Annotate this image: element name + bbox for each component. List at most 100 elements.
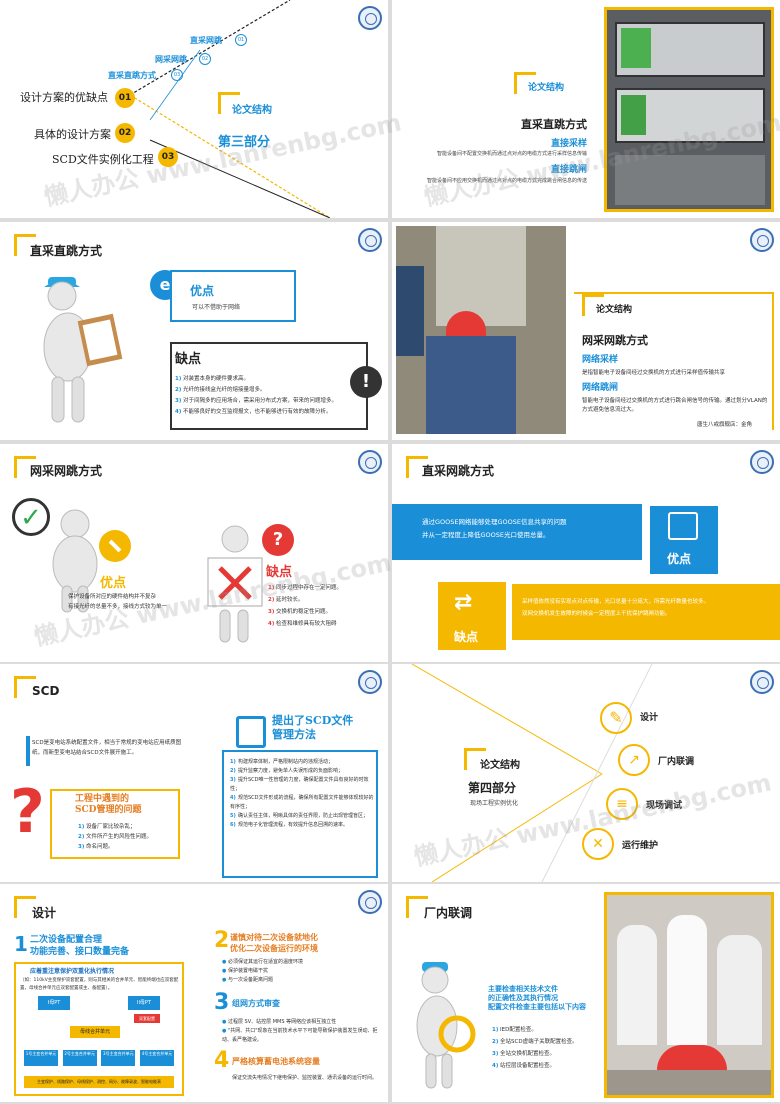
method-list: 1)构建规章体制，严格限制站内的违规活动； 2)提升监察力度，避免单人失误形成的… xyxy=(230,758,375,830)
check-item: 3)全站交换机配置检查。 xyxy=(492,1051,556,1057)
slide-factory-test[interactable]: 厂内联调 主要检查相关技术文件 的正确性及其执行情况 配置文件检查主要包括以下内… xyxy=(392,884,780,1102)
block-4-title: 严格核算蓄电池系统容量 xyxy=(232,1056,320,1066)
lab-photo xyxy=(604,892,774,1098)
slide-title: 直采网跳方式 xyxy=(422,464,495,478)
block-2-title: 谨慎对待二次设备就地化 优化二次设备运行的环境 xyxy=(230,932,318,953)
m-item: 3)提升SCD唯一性管理的力度，确保配置文件具有良好的时效性； xyxy=(230,777,369,792)
slide-title: 厂内联调 xyxy=(424,906,473,920)
slide-title: 网采网跳方式 xyxy=(30,464,103,478)
dis-item: 2)延时较长。 xyxy=(268,597,304,603)
part-label: 论文结构 xyxy=(232,105,272,116)
slide-network-sampling[interactable]: 论文结构 网采网跳方式 网络采样 是指智能电子设备间经过交换机的方式进行采样值传… xyxy=(392,222,780,440)
share-icon xyxy=(668,512,698,540)
dis-item: 4)不能够良好的交互监视报文，也不能够进行有效的故障分析。 xyxy=(175,409,332,415)
m-item: 6)规范电子化管理流程，有效提升信息回溯的速率。 xyxy=(230,822,349,828)
dis-label: 缺点 xyxy=(175,352,202,367)
school-logo-icon xyxy=(358,670,382,694)
dis-item: 4)检查和维修具有较大阻碍 xyxy=(268,621,337,627)
slide-toc-part3[interactable]: 设计方案的优缺点 01 具体的设计方案 02 SCD文件实例化工程 03 直采网… xyxy=(0,0,388,218)
dis-item: 2)光纤的接线盒光纤的熔接量增多。 xyxy=(175,387,266,393)
dis-text: 采样值依然没有实现点对点传输，光口总量十分庞大，所需光纤数量也较多。 双网交换机… xyxy=(522,599,710,617)
desc-1: 是指智能电子设备间经过交换机的方式进行采样值传输共享 xyxy=(582,370,726,376)
3d-man-positive-icon xyxy=(52,509,131,613)
adv-label: 优点 xyxy=(100,576,127,591)
dis-list: 1)同步过程中存在一定问题。 2)延时较长。 3)交换机的稳定性问题。 4)检查… xyxy=(268,582,378,630)
slide-direct-network-pros-cons[interactable]: 直采网跳方式 通过GOOSE网络能够处理GOOSE信息共享的问题 并从一定程度上… xyxy=(392,444,780,662)
3d-man-magnifier-icon xyxy=(416,962,476,1089)
toc-item-3: SCD文件实例化工程 xyxy=(52,153,154,166)
school-logo-icon xyxy=(358,890,382,914)
school-logo-icon xyxy=(358,228,382,252)
cabinet-photo xyxy=(604,7,774,212)
desc-2: 智能设备间不应用交换机而通过点对点的电缆方式完成跳合闸信息的传送 xyxy=(426,178,587,184)
method-title: 提出了SCD文件 管理方法 xyxy=(272,714,354,741)
sub-item-2: 网采网跳 xyxy=(155,54,187,64)
sub-item-1: 直采网跳 xyxy=(190,35,222,45)
slide-scd[interactable]: SCD SCD是变电站系统配置文件，相当于常规的变电站应用纸质图纸，而新型变电站… xyxy=(0,664,388,882)
check-icon: ✓ xyxy=(12,498,50,536)
dis-box xyxy=(170,342,368,430)
question-icon: ? xyxy=(262,524,294,556)
toc-item-1: 设计方案的优缺点 xyxy=(20,91,108,104)
sub-num-2: 02 xyxy=(199,53,211,65)
desc-2: 智能电子设备间经过交换机的方式进行跳合闸信号的传输。通过划分VLAN的方式避免信… xyxy=(582,398,768,413)
dis-item: 1)同步过程中存在一定问题。 xyxy=(268,585,343,591)
b3-item: ● 过程层 SV、站控层 MMS 等网络应该相互独立性 xyxy=(222,1019,337,1025)
q-item: 1)设备厂家比较杂乱； xyxy=(78,824,136,830)
dis-label: 缺点 xyxy=(266,565,293,580)
m-item: 4)规范SCD文件形成的流程，确保所有配置文件能够体现较好的有序性； xyxy=(230,795,374,810)
lead-text: 主要检查相关技术文件 的正确性及其执行情况 配置文件检查主要包括以下内容 xyxy=(488,984,586,1011)
slide-network-pros-cons[interactable]: 网采网跳方式 ✓ 优点 保护设备所对应的硬件结构并不复杂 有接光纤的总量不多，接… xyxy=(0,444,388,662)
slide-title: 设计 xyxy=(32,906,57,920)
toc-item-2: 厂内联调 xyxy=(658,757,695,767)
slide-direct-pros-cons[interactable]: 直采直跳方式 e 优点 可以不借助于网络 缺点 1)对装置本身的硬件要求高。 2… xyxy=(0,222,388,440)
slide-toc-part4[interactable]: 论文结构 第四部分 现场工程实例优化 ✎ 设计 ↗ 厂内联调 ≡ 现场调试 ✕ … xyxy=(392,664,780,882)
b2-item: ● 必须保证其运行在适宜的温度环境 xyxy=(222,959,303,965)
school-logo-icon xyxy=(750,450,774,474)
slide-title: SCD xyxy=(32,684,60,698)
badge: 论文结构 xyxy=(480,760,520,771)
device-bar: 主变保护、线路保护、母线保护、测控、网分、故障录波、智能电能表 xyxy=(24,1076,174,1088)
block-1-title: 二次设备配置合理 功能完善、接口数量完备 xyxy=(30,935,130,957)
block-3-title: 组网方式审查 xyxy=(232,998,280,1008)
tools-icon: ✕ xyxy=(582,828,614,860)
adv-label: 优点 xyxy=(667,552,692,566)
pencil-icon: ✎ xyxy=(600,702,632,734)
school-logo-icon xyxy=(358,6,382,30)
sub-item-3: 直采直跳方式 xyxy=(108,70,156,80)
slide-direct-sampling[interactable]: 论文结构 直采直跳方式 直接采样 智能设备间不配置交换机而通过点对点的电缆方式进… xyxy=(392,0,780,218)
sliders-icon: ≡ xyxy=(606,788,638,820)
school-logo-icon xyxy=(750,670,774,694)
check-item: 4)站控层设备配置检查。 xyxy=(492,1063,556,1069)
slide-title: 直采直跳方式 xyxy=(521,118,587,131)
sub-node: 2号主变合并单元 xyxy=(62,1050,97,1066)
warning-icon: ! xyxy=(350,366,382,398)
toc-num-3: 03 xyxy=(158,147,178,167)
m-item: 5)确认责任主体，明晰具体的责任界限，防止出现管理盲区； xyxy=(230,813,369,819)
slide-design[interactable]: 设计 1 二次设备配置合理 功能完善、接口数量完备 应着重注意保护双重化执行情况… xyxy=(0,884,388,1102)
desc-1: 智能设备间不配置交换机而通过点对点的电缆方式进行采样信息传输 xyxy=(436,151,587,157)
adv-text: 通过GOOSE网络能够处理GOOSE信息共享的问题 并从一定程度上降低GOOSE… xyxy=(422,518,567,539)
slide-title: 直采直跳方式 xyxy=(30,244,103,258)
mu-node: 母线合并单元 xyxy=(70,1026,120,1038)
check-item: 2)全站SCD虚端子关联配置检查。 xyxy=(492,1039,578,1045)
check-list: 1)IED配置检查。 2)全站SCD虚端子关联配置检查。 3)全站交换机配置检查… xyxy=(492,1024,578,1072)
school-logo-icon xyxy=(358,450,382,474)
check-item: 1)IED配置检查。 xyxy=(492,1027,537,1033)
slide-title: 网采网跳方式 xyxy=(582,334,648,347)
block-2-list: ● 必须保证其运行在适宜的温度环境 ● 保护装置电磁干扰 ● 与一次设备距离问题 xyxy=(222,958,303,985)
m-item: 1)构建规章体制，严格限制站内的违规活动； xyxy=(230,759,334,765)
school-logo-icon xyxy=(750,228,774,252)
b3-item: ● "共网、共口"现象在当前技术水平下可能导致保护装置发生误动、拒动、丢严格建设… xyxy=(222,1028,378,1043)
3d-man-negative-icon xyxy=(207,525,263,643)
sub-num-3: 03 xyxy=(171,69,183,81)
toc-item-1: 设计 xyxy=(640,713,659,723)
sub-node: 4号主变合并单元 xyxy=(139,1050,174,1066)
adv-text: 可以不借助于网络 xyxy=(192,304,241,311)
dis-item: 3)对于间隔多的应用场合，需采用分布式方案，带来的问题增多。 xyxy=(175,398,338,404)
swap-arrows-icon: ⇄ xyxy=(454,590,473,615)
question-list: 1)设备厂家比较杂乱； 2)文件所产生的风险性问题。 3)命名问题。 xyxy=(78,822,152,852)
step-1-num: 1 xyxy=(14,932,28,956)
q-item: 2)文件所产生的风险性问题。 xyxy=(78,834,153,840)
heading-1: 直接采样 xyxy=(550,139,587,149)
